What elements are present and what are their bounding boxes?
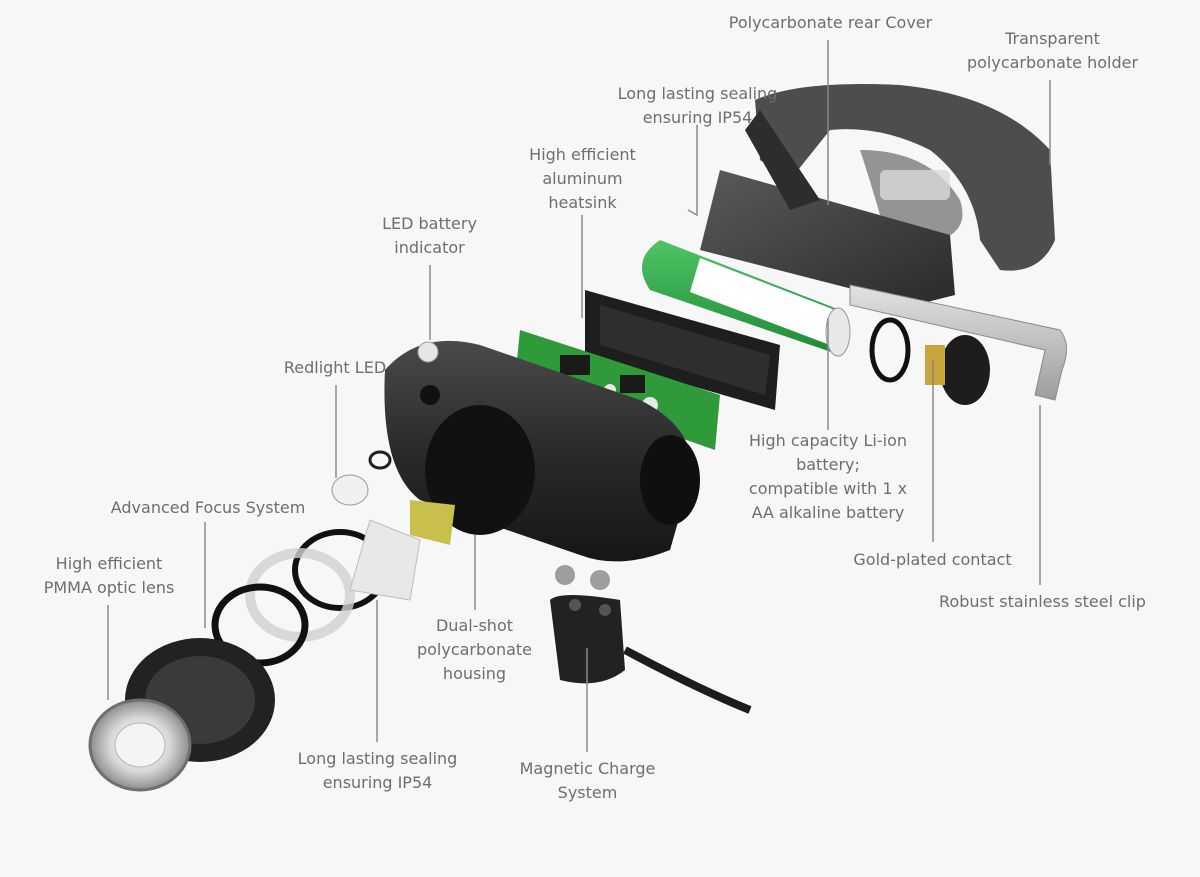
label-led-battery-indicator: LED battery indicator [382, 214, 477, 257]
leader-lines [107, 40, 1051, 752]
label-gold-contact: Gold-plated contact [853, 550, 1012, 569]
aluminum-heatsink-part [585, 290, 780, 410]
rear-cover-part [700, 84, 1055, 305]
label-polycarbonate-rear-cover: Polycarbonate rear Cover [728, 13, 933, 32]
label-advanced-focus: Advanced Focus System [110, 498, 306, 517]
label-magnetic-charge: Magnetic Charge System [519, 759, 656, 802]
label-sealing-top: Long lasting sealing ensuring IP54 [617, 84, 778, 127]
label-redlight-led: Redlight LED [283, 358, 387, 377]
steel-clip-part [849, 284, 1067, 401]
label-transparent-holder: Transparent polycarbonate holder [966, 29, 1139, 72]
label-battery: High capacity Li-ion battery; compatible… [748, 431, 908, 522]
label-optic-lens: High efficient PMMA optic lens [43, 554, 175, 597]
sealing-ring-part [869, 317, 911, 383]
label-steel-clip: Robust stainless steel clip [939, 592, 1146, 611]
magnetic-charge-part [550, 565, 752, 714]
li-ion-battery-part [642, 240, 851, 357]
focus-system-part [88, 450, 455, 792]
label-housing: Dual-shot polycarbonate housing [416, 616, 533, 683]
label-sealing-bottom: Long lasting sealing ensuring IP54 [297, 749, 458, 792]
label-heatsink: High efficient aluminum heatsink [529, 145, 636, 212]
gold-contact-part [925, 335, 990, 405]
dual-shot-housing-part [384, 340, 700, 562]
leader-line [687, 125, 698, 217]
